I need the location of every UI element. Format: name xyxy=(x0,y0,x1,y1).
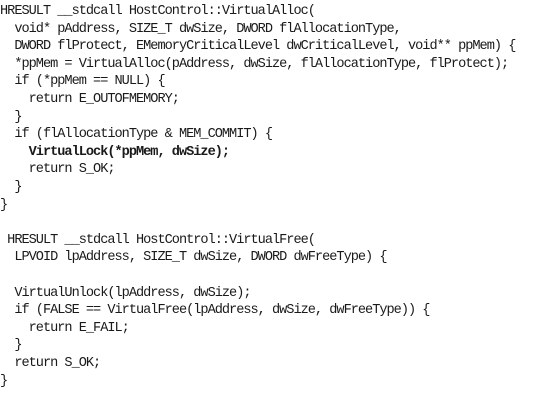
code-line: HRESULT __stdcall HostControl::VirtualFr… xyxy=(0,232,316,248)
code-line: if (flAllocationType & MEM_COMMIT) { xyxy=(0,127,273,143)
code-line: } xyxy=(0,180,22,195)
code-line: } xyxy=(0,109,22,125)
code-line: return S_OK; xyxy=(0,356,101,371)
code-line: VirtualUnlock(lpAddress, dwSize); xyxy=(0,285,251,301)
code-line: } xyxy=(0,197,8,213)
code-line: return S_OK; xyxy=(0,162,116,178)
code-line-highlighted: VirtualLock(*ppMem, dwSize); xyxy=(0,144,230,160)
code-line: DWORD flProtect, EMemoryCriticalLevel dw… xyxy=(0,39,516,55)
code-line: return E_OUTOFMEMORY; xyxy=(0,92,180,107)
code-line: void* pAddress, SIZE_T dwSize, DWORD flA… xyxy=(0,21,402,37)
code-line: return E_FAIL; xyxy=(0,320,130,336)
code-line: if (FALSE == VirtualFree(lpAddress, dwSi… xyxy=(0,303,430,319)
code-line: *ppMem = VirtualAlloc(pAddress, dwSize, … xyxy=(0,56,509,72)
code-line: if (*ppMem == NULL) { xyxy=(0,74,165,90)
code-line: } xyxy=(0,338,22,354)
code-line: LPVOID lpAddress, SIZE_T dwSize, DWORD d… xyxy=(0,250,387,266)
code-line: HRESULT __stdcall HostControl::VirtualAl… xyxy=(0,4,316,19)
code-line: } xyxy=(0,373,8,389)
